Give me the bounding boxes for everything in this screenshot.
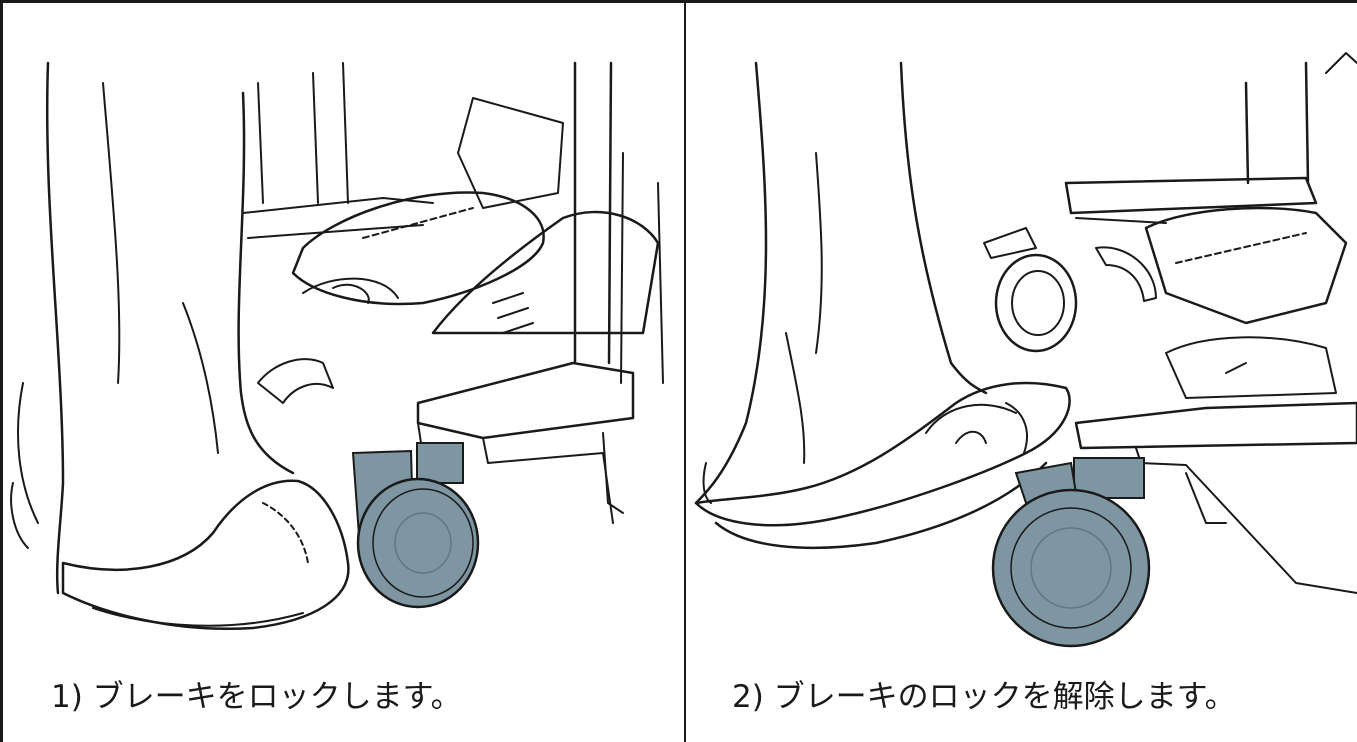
- illustration-lock-brake: [10, 61, 664, 630]
- caster-wheel-locked: [351, 442, 480, 609]
- illustration-release-brake: [694, 52, 1357, 648]
- caption-lock-brake: 1) ブレーキをロックします。: [51, 679, 462, 715]
- caster-wheel-unlocked: [991, 457, 1151, 648]
- panel-lock-brake: 1) ブレーキをロックします。: [0, 0, 686, 742]
- panel-release-brake: 2) ブレーキのロックを解除します。: [686, 0, 1357, 742]
- caption-release-brake: 2) ブレーキのロックを解除します。: [732, 679, 1236, 715]
